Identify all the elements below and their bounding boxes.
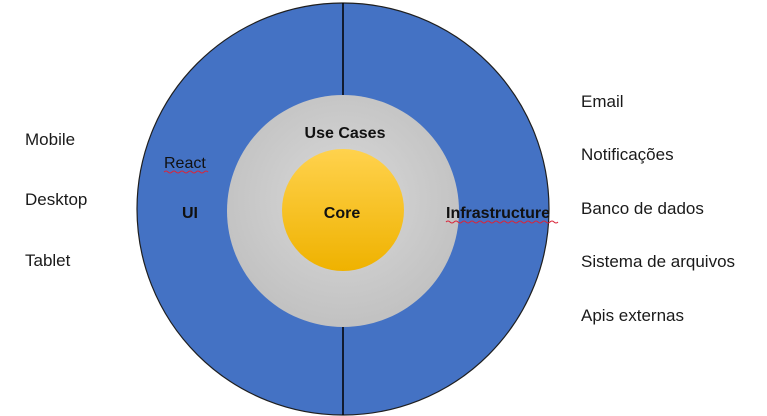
spell-underline-infrastructure: [445, 220, 559, 224]
left-list-item-tablet: Tablet: [25, 251, 71, 270]
left-list-item-mobile: Mobile: [25, 130, 76, 149]
outer-left-title: React: [164, 155, 206, 172]
middle-ring-label: Use Cases: [305, 125, 386, 142]
left-list-item-desktop: Desktop: [25, 190, 88, 209]
spell-underline-react: [163, 170, 209, 174]
outer-right-label: Infrastructure: [446, 205, 550, 222]
core-label: Core: [324, 205, 361, 222]
right-list-item-email: Email: [581, 92, 624, 111]
right-list-item-notificacoes: Notificações: [581, 145, 674, 164]
right-list-item-banco-de-dados: Banco de dados: [581, 199, 704, 218]
right-list-item-sistema-de-arquivos: Sistema de arquivos: [581, 252, 736, 271]
right-list-item-apis-externas: Apis externas: [581, 306, 684, 325]
outer-left-label: UI: [182, 205, 198, 222]
core-circle: [282, 149, 404, 271]
